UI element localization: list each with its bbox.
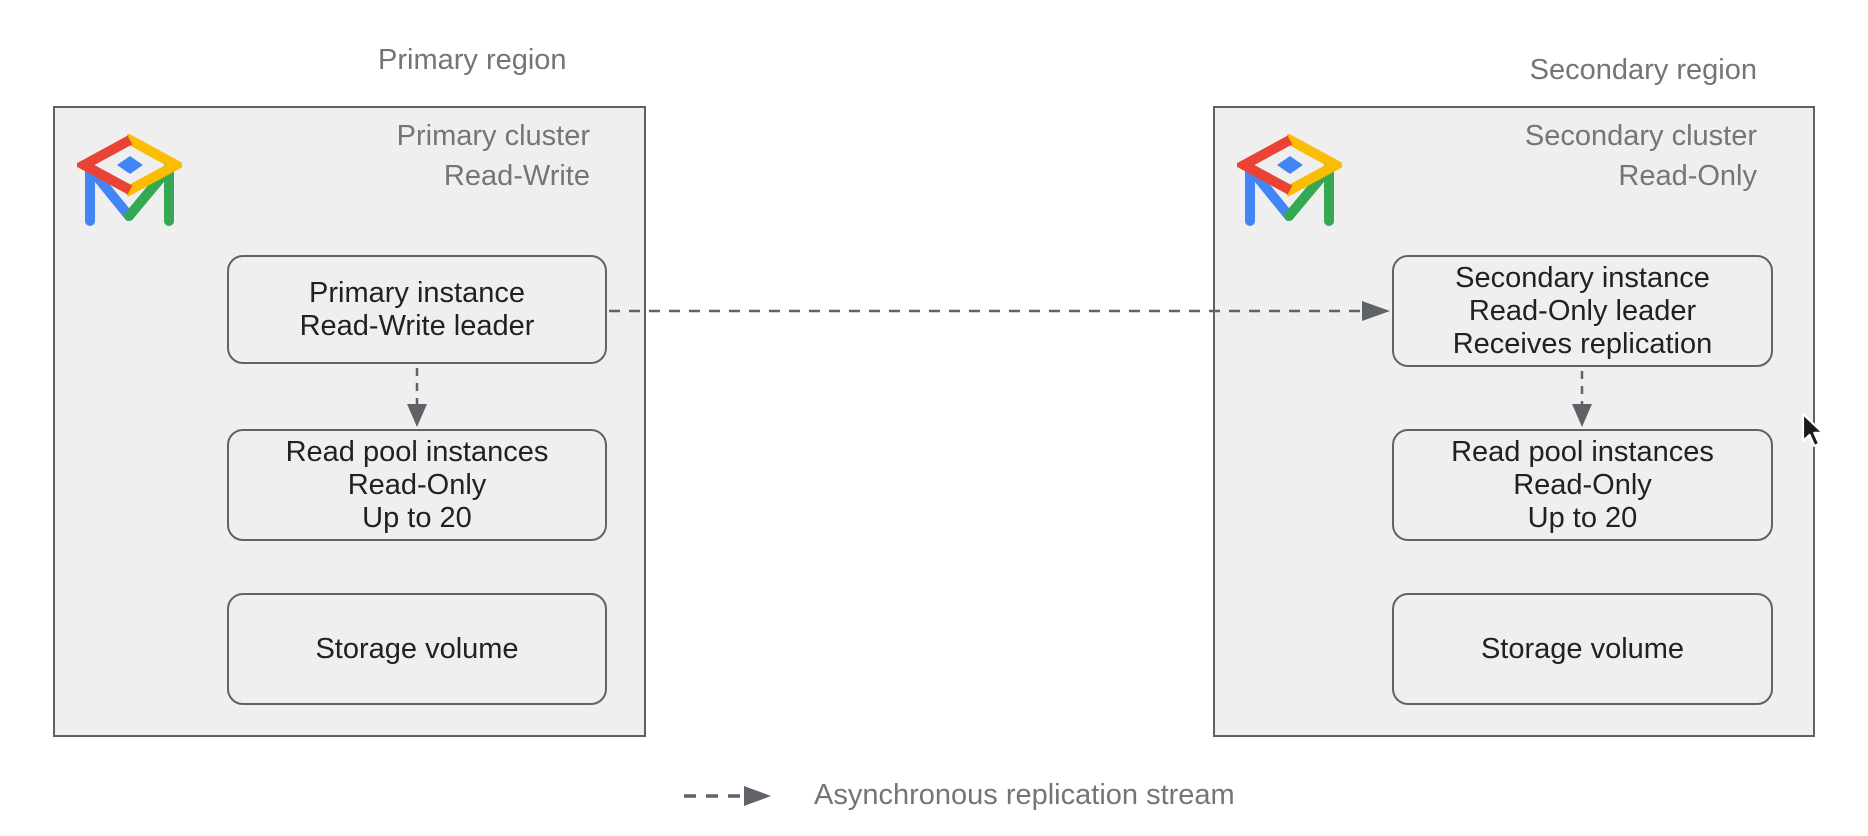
primary-storage-line1: Storage volume [315,632,519,665]
secondary-read-pool-line1: Read pool instances [1451,435,1714,468]
primary-read-pool-line2: Read-Only [347,468,487,501]
legend: Asynchronous replication stream [683,779,1235,812]
primary-instance-line1: Primary instance [309,276,525,309]
secondary-cluster-title-line2: Read-Only [1618,160,1757,192]
primary-read-pool-line1: Read pool instances [285,435,549,468]
secondary-cluster-title-line1: Secondary cluster [1524,120,1757,152]
secondary-storage-node: Storage volume [1392,593,1773,705]
primary-cluster-title-line2: Read-Write [443,160,590,192]
primary-read-pool-node: Read pool instances Read-Only Up to 20 [227,429,607,541]
primary-read-pool-line3: Up to 20 [362,501,472,534]
dashed-arrow-icon [684,785,771,806]
secondary-region-label: Secondary region [1529,54,1757,86]
secondary-storage-line1: Storage volume [1480,632,1685,665]
secondary-read-pool-line3: Up to 20 [1527,501,1638,534]
secondary-read-pool-node: Read pool instances Read-Only Up to 20 [1392,429,1773,541]
primary-storage-node: Storage volume [227,593,607,705]
secondary-cluster-title: Secondary cluster Read-Only [1525,116,1757,196]
alloydb-logo-icon [77,134,182,226]
alloydb-logo-icon [1237,134,1342,226]
secondary-instance-node: Secondary instance Read-Only leader Rece… [1392,255,1773,367]
mouse-cursor [1801,412,1825,448]
secondary-instance-line1: Secondary instance [1455,261,1710,294]
primary-instance-line2: Read-Write leader [299,309,535,342]
secondary-read-pool-line2: Read-Only [1513,468,1652,501]
secondary-instance-line2: Read-Only leader [1468,294,1697,327]
primary-cluster-title-line1: Primary cluster [396,120,590,152]
secondary-instance-line3: Receives replication [1452,327,1713,360]
secondary-cluster-box: Secondary cluster Read-Only Secondary in… [1213,106,1815,737]
primary-cluster-box: Primary cluster Read-Write Primary insta… [53,106,646,737]
legend-label: Asynchronous replication stream [814,779,1235,811]
primary-instance-node: Primary instance Read-Write leader [227,255,607,364]
primary-region-label: Primary region [378,44,567,76]
primary-cluster-title: Primary cluster Read-Write [397,116,590,196]
